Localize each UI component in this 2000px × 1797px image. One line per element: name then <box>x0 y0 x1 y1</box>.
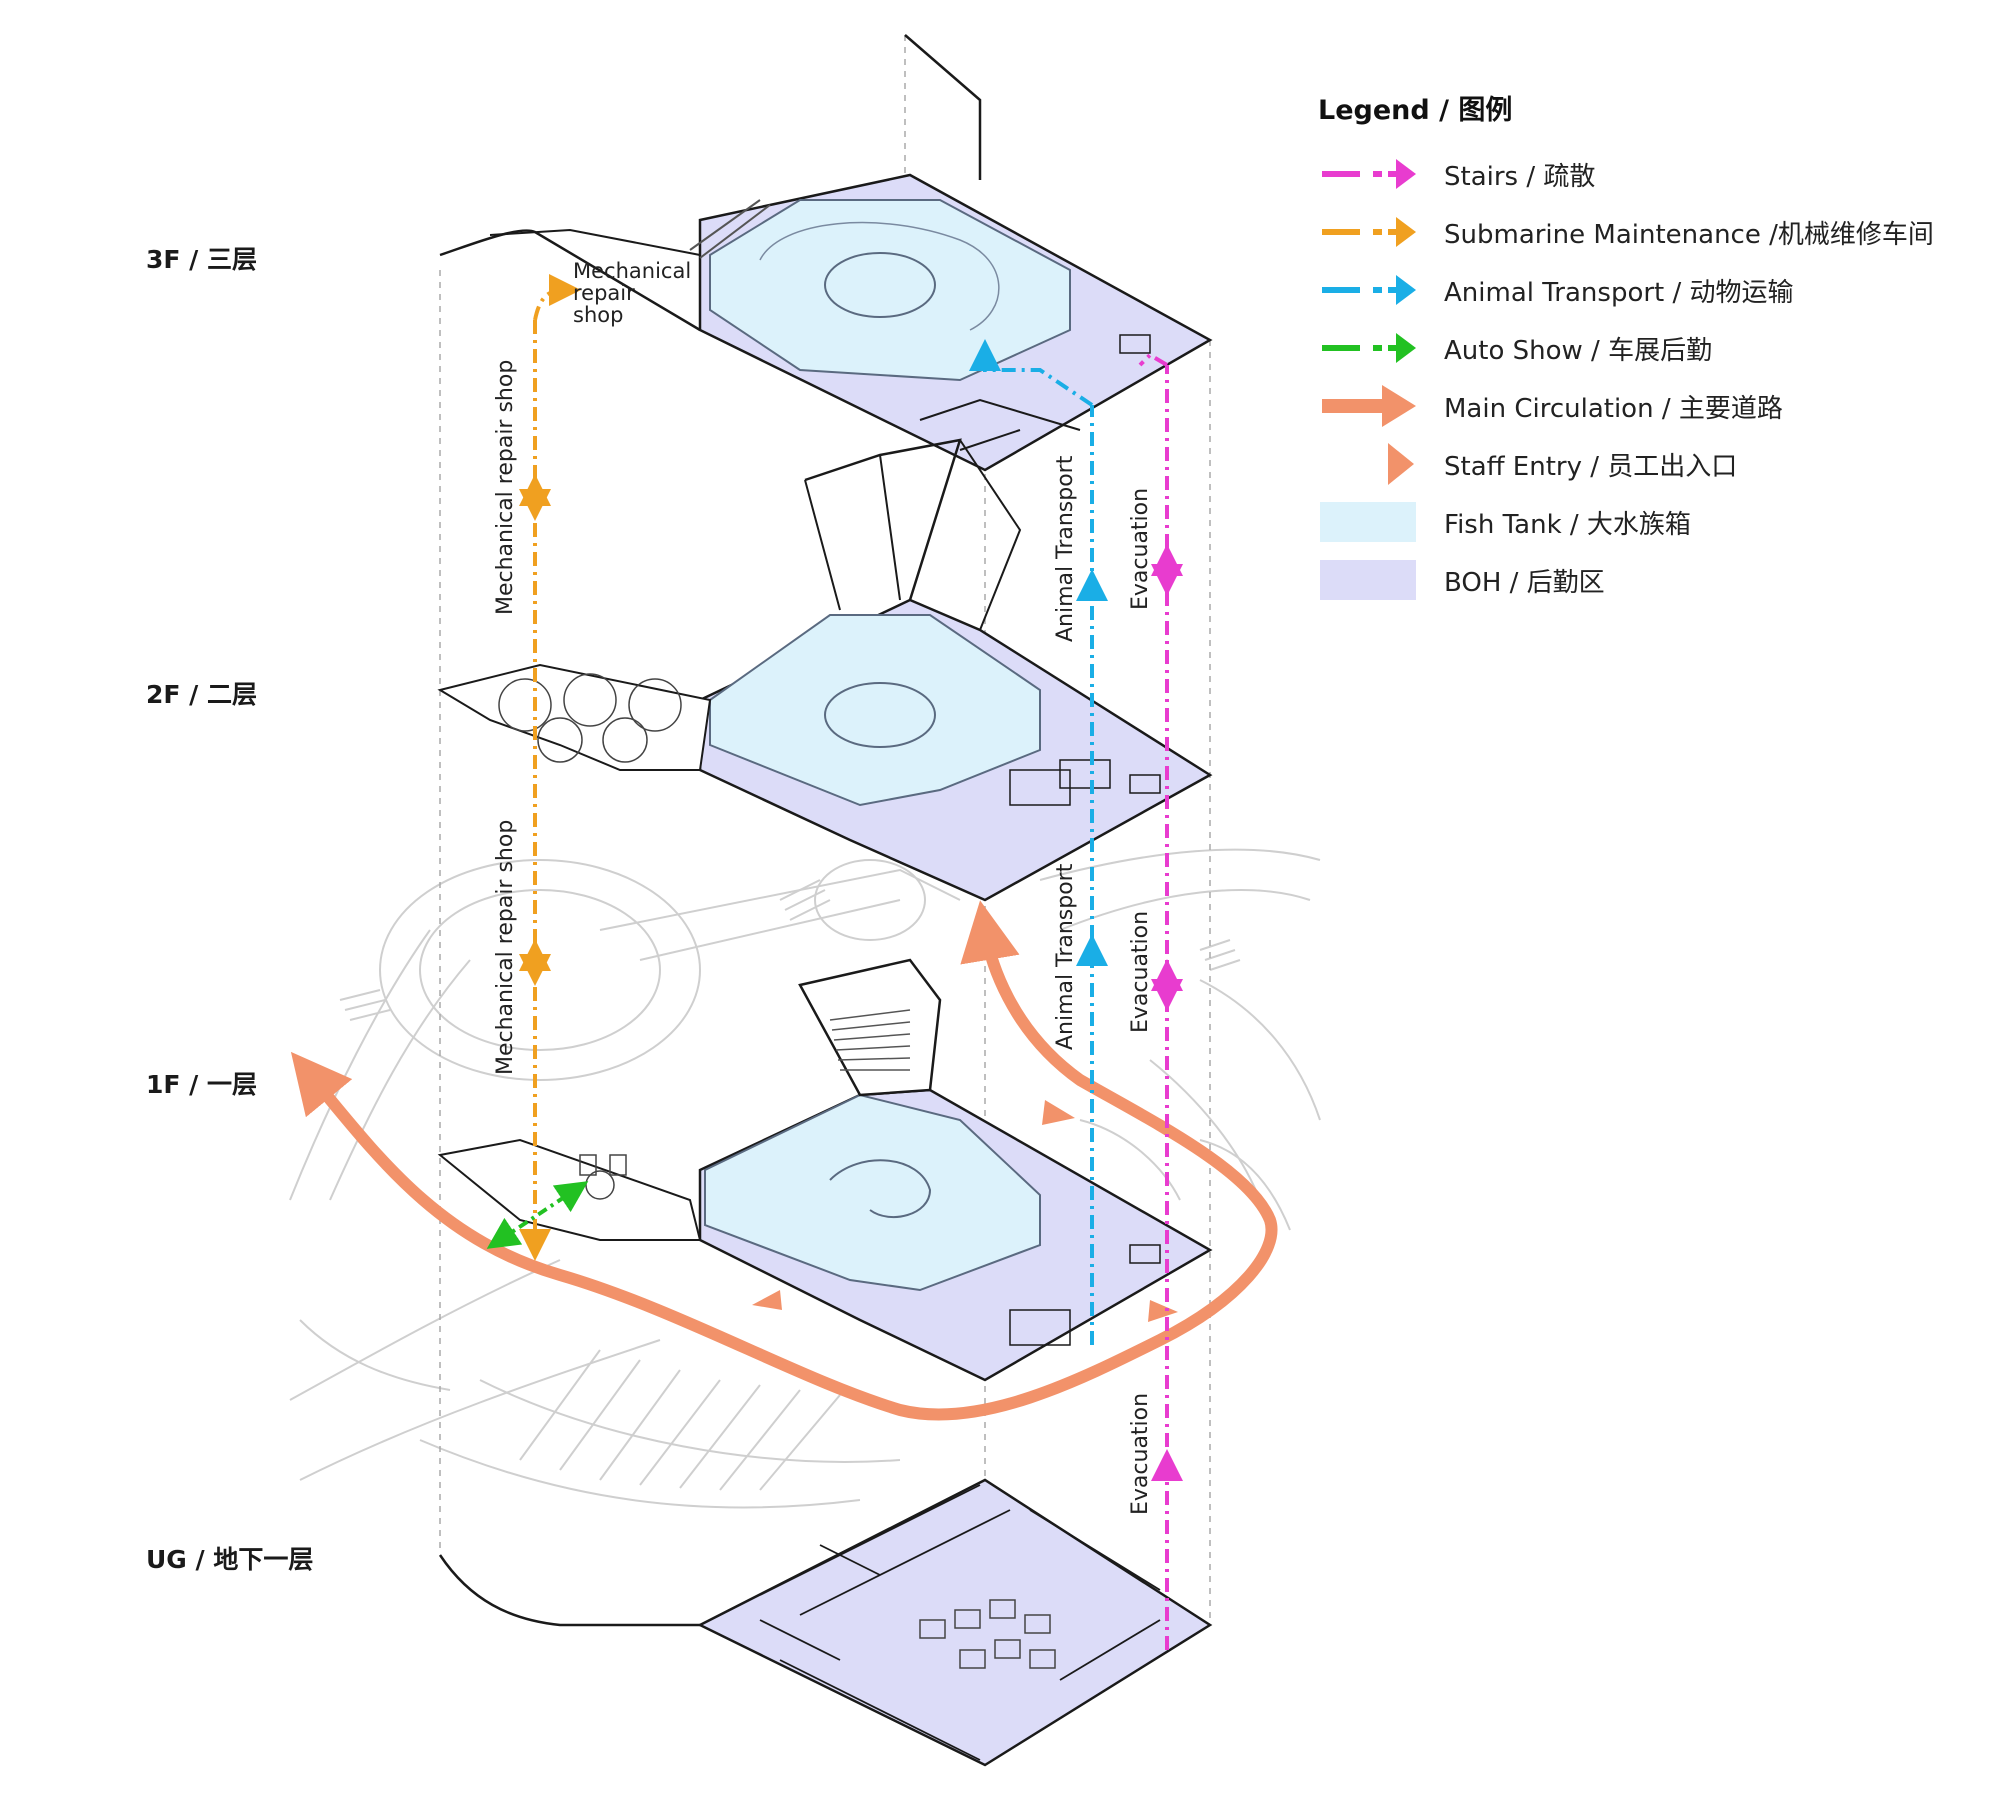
callout-line-2: repair <box>573 281 635 305</box>
auto-show-swatch-icon <box>1322 333 1416 363</box>
legend-label-auto-show: Auto Show / 车展后勤 <box>1444 335 1713 366</box>
floor-plate-2f <box>437 438 1213 902</box>
callout-line-1: Mechanical <box>573 259 691 283</box>
label-animal-transport-upper: Animal Transport <box>1053 455 1078 642</box>
staff-entry-markers <box>752 1100 1178 1322</box>
floor-label-1f: 1F / 一层 <box>146 1070 258 1099</box>
label-evacuation-middle: Evacuation <box>1128 911 1153 1033</box>
auto-show-route <box>486 1181 589 1249</box>
legend: Legend / 图例 Stairs / 疏散 Submarine Mainte… <box>1318 88 1978 609</box>
floor-label-3f: 3F / 三层 <box>146 245 258 274</box>
main-circulation-swatch-icon <box>1322 385 1416 427</box>
legend-label-maintenance: Submarine Maintenance /机械维修车间 <box>1444 219 1934 250</box>
legend-item-staff-entry: Staff Entry / 员工出入口 <box>1318 435 1978 493</box>
legend-label-stairs: Stairs / 疏散 <box>1444 161 1596 192</box>
legend-item-auto-show: Auto Show / 车展后勤 <box>1318 319 1978 377</box>
floor-label-2f: 2F / 二层 <box>146 680 258 709</box>
label-evacuation-upper: Evacuation <box>1128 488 1153 610</box>
floor-label-ug: UG / 地下一层 <box>146 1545 314 1574</box>
stairs-swatch-icon <box>1322 159 1416 189</box>
legend-item-stairs: Stairs / 疏散 <box>1318 145 1978 203</box>
legend-label-boh: BOH / 后勤区 <box>1444 567 1605 598</box>
callout-mechanical-repair-shop: Mechanical repair shop <box>573 259 698 327</box>
legend-item-maintenance: Submarine Maintenance /机械维修车间 <box>1318 203 1978 261</box>
main-circulation-route <box>290 900 1278 1421</box>
maintenance-swatch-icon <box>1322 217 1416 247</box>
legend-label-main-circulation: Main Circulation / 主要道路 <box>1444 393 1783 424</box>
label-mech-shop-upper: Mechanical repair shop <box>493 360 518 615</box>
legend-item-animal-transport: Animal Transport / 动物运输 <box>1318 261 1978 319</box>
floor-plate-ug <box>438 1478 1213 1767</box>
callout-line-3: shop <box>573 303 623 327</box>
staff-entry-swatch-icon <box>1388 443 1414 485</box>
legend-item-main-circulation: Main Circulation / 主要道路 <box>1318 377 1978 435</box>
floor-plate-1f <box>437 958 1213 1382</box>
fish-tank-swatch-icon <box>1320 502 1416 542</box>
floor-plate-3f <box>439 34 1213 472</box>
boh-swatch-icon <box>1320 560 1416 600</box>
label-animal-transport-lower: Animal Transport <box>1053 863 1078 1050</box>
animal-transport-swatch-icon <box>1322 275 1416 305</box>
animal-transport-route <box>969 339 1094 1345</box>
maintenance-route <box>519 274 581 1261</box>
label-mech-shop-lower: Mechanical repair shop <box>493 820 518 1075</box>
legend-label-staff-entry: Staff Entry / 员工出入口 <box>1444 451 1738 482</box>
legend-title: Legend / 图例 <box>1318 95 1513 126</box>
legend-item-fish-tank: Fish Tank / 大水族箱 <box>1318 493 1978 551</box>
legend-label-fish-tank: Fish Tank / 大水族箱 <box>1444 509 1691 540</box>
legend-item-boh: BOH / 后勤区 <box>1318 551 1978 609</box>
label-evacuation-lower: Evacuation <box>1128 1393 1153 1515</box>
legend-label-animal-transport: Animal Transport / 动物运输 <box>1444 277 1794 308</box>
